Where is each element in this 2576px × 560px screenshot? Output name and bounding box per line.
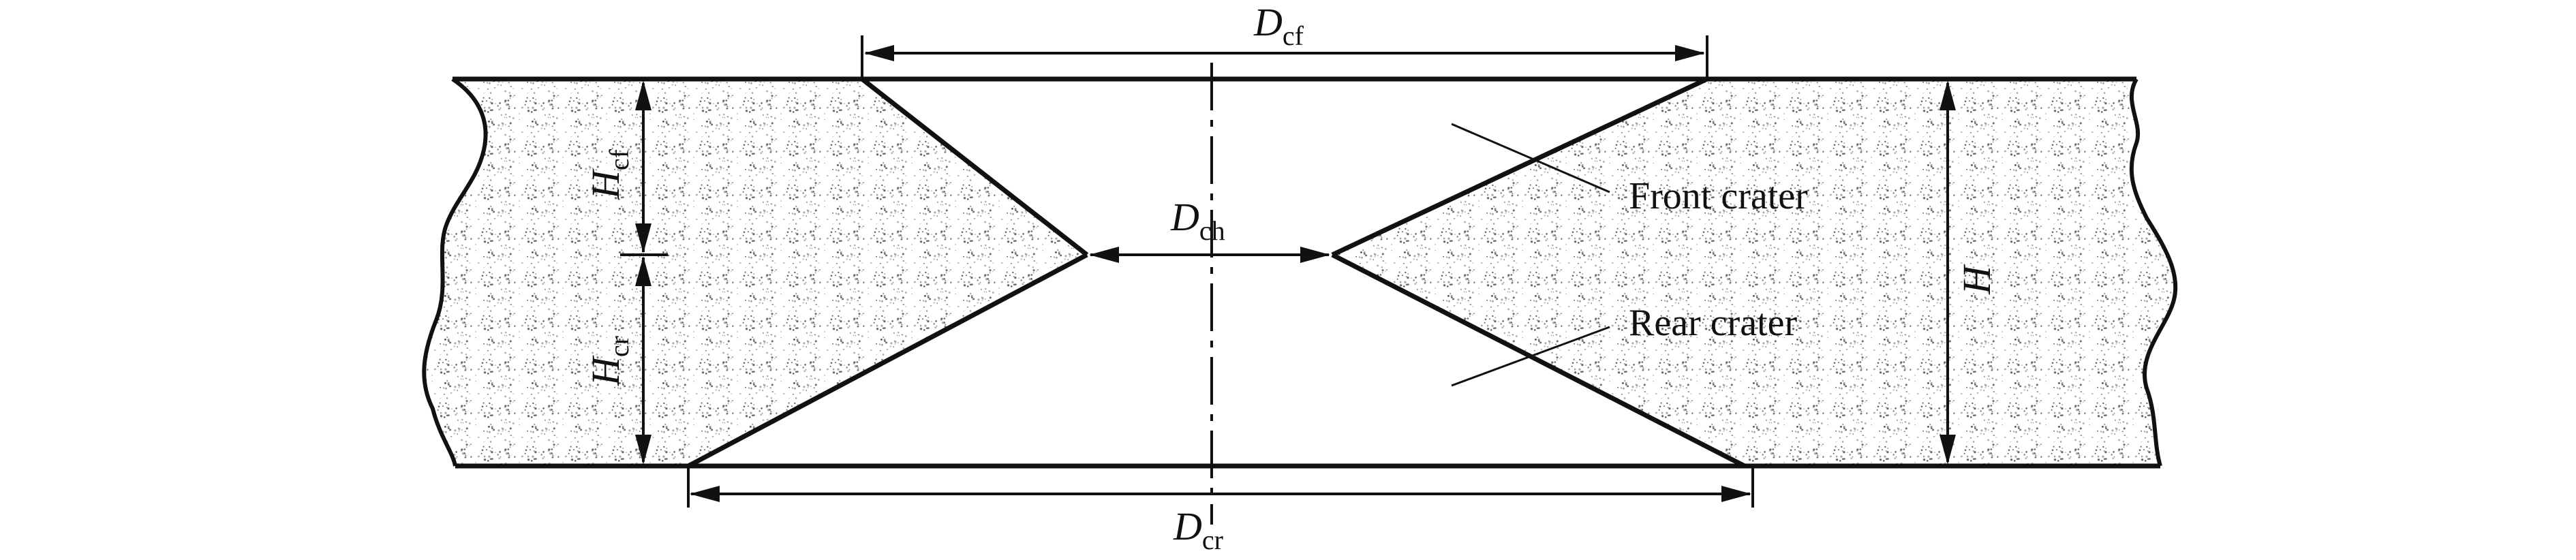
label-h-cr: Hcr — [583, 336, 634, 386]
right-break-edge — [2129, 78, 2178, 467]
label-d-ch: Dch — [1170, 195, 1225, 246]
rear-crater-wall-right — [1331, 252, 1746, 469]
front-crater-wall-left — [860, 77, 1089, 257]
dch-arrowhead-left — [1089, 247, 1119, 263]
rear-crater-wall-left — [687, 252, 1088, 469]
hcf-arrowhead-bottom — [635, 223, 651, 253]
dch-arrowhead-right — [1300, 247, 1330, 263]
h-arrowhead-bottom — [1939, 435, 1956, 465]
dcf-arrowhead-right — [1675, 45, 1705, 61]
label-h-cf: Hcf — [583, 149, 634, 200]
dcf-arrowhead-left — [864, 45, 894, 61]
front-crater-wall-right — [1331, 76, 1708, 258]
dcr-arrowhead-left — [690, 486, 720, 502]
left-break-edge — [422, 77, 488, 467]
hcf-arrowhead-top — [635, 80, 651, 110]
label-front-crater: Front crater — [1629, 175, 1808, 217]
dcr-arrowhead-right — [1721, 486, 1751, 502]
right-material-region — [1332, 79, 2176, 466]
rear-crater-leader — [1451, 326, 1610, 387]
label-d-cr: Dcr — [1173, 504, 1223, 555]
label-d-cf: Dcf — [1253, 0, 1304, 51]
label-h: H — [1954, 264, 1999, 295]
h-arrowhead-top — [1939, 80, 1956, 110]
left-material-region — [424, 79, 1087, 466]
front-crater-leader — [1451, 123, 1610, 193]
hcr-arrowhead-top — [635, 256, 651, 286]
hcr-arrowhead-bottom — [635, 435, 651, 465]
label-rear-crater: Rear crater — [1629, 302, 1797, 344]
